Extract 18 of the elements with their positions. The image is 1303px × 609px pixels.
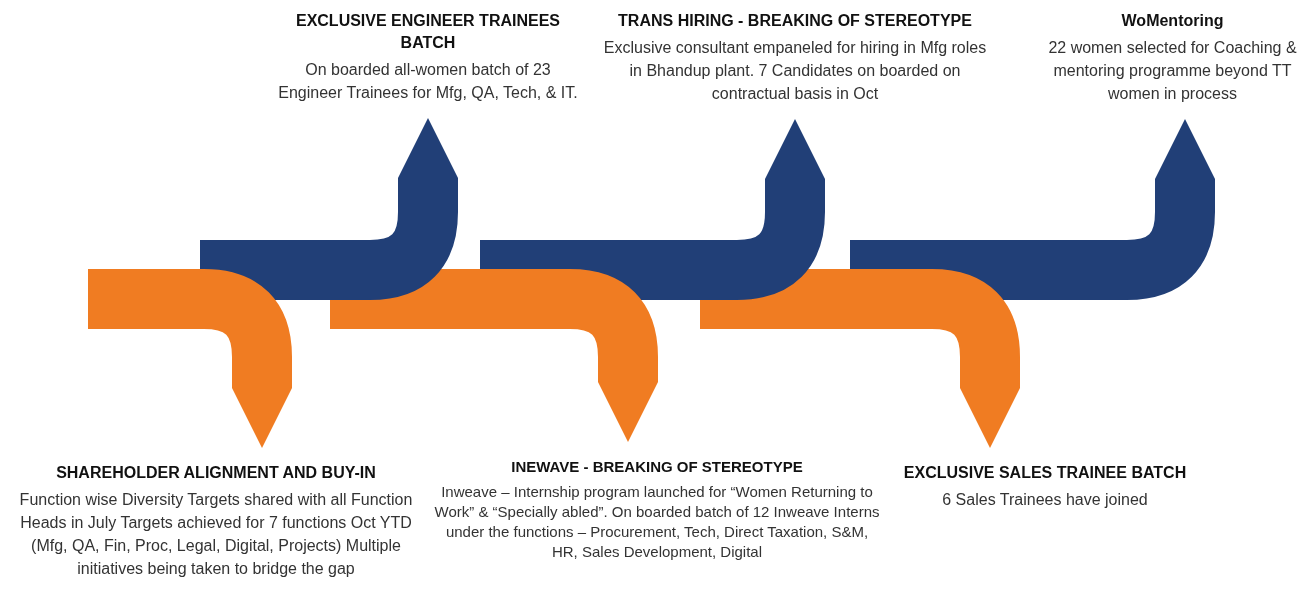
- ribbon-arrow: [480, 119, 825, 300]
- milestone-description: On boarded all-women batch of 23 Engineer Trainees for Mfg, QA, Tech, & IT.: [278, 60, 578, 103]
- ribbon-arrow: [200, 118, 458, 300]
- milestone-heading: EXCLUSIVE ENGINEER TRAINEES BATCH: [294, 11, 561, 53]
- milestone-heading: INEWAVE - BREAKING OF STEREOTYPE: [510, 457, 804, 477]
- ribbon-arrow: [850, 119, 1215, 300]
- ribbon-arrow: [88, 269, 292, 448]
- ribbon-arrow: [700, 269, 1020, 448]
- milestone-description: 6 Sales Trainees have joined: [941, 490, 1149, 510]
- milestone-heading: TRANS HIRING - BREAKING OF STEREOTYPE: [617, 11, 973, 31]
- milestone-description: Exclusive consultant empaneled for hiring in Mfg roles in Bhandup plant. 7 Candidates on boarded on contractual basis in Oct: [602, 38, 988, 104]
- milestone-description: Function wise Diversity Targets shared with all Function Heads in July Targets achieved for 7 functions Oct YTD (Mfg, QA, Fin, Proc, Legal, Digital, Projects) Multiple initiatives being taken to bridge the gap: [18, 490, 414, 579]
- milestone-heading: SHAREHOLDER ALIGNMENT AND BUY-IN: [55, 463, 377, 483]
- milestone-description: Inweave – Internship program launched for “Women Returning to Work” & “Specially abled”. On boarded batch of 12 Inweave Interns under the functions – Procurement, Tech, Direct Taxation, S&M, HR, Sales Development, Digital: [433, 482, 881, 562]
- milestone-heading: WoMentoring: [1120, 11, 1225, 31]
- milestone-description: 22 women selected for Coaching & mentoring programme beyond TT women in process: [1047, 38, 1298, 104]
- ribbon-arrow: [330, 269, 658, 442]
- milestone-heading: EXCLUSIVE SALES TRAINEE BATCH: [902, 463, 1188, 483]
